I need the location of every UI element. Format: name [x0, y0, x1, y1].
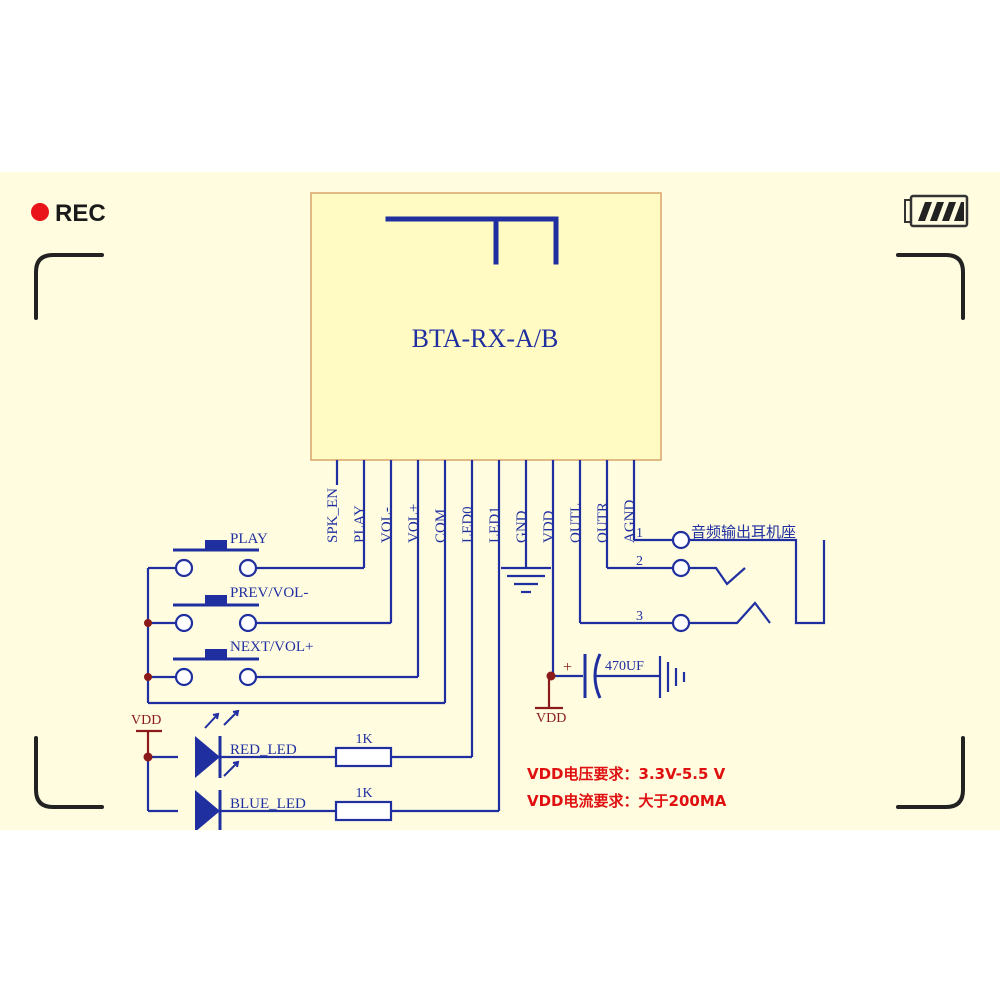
- jack-pin-2: 2: [636, 554, 643, 569]
- pin-label-gnd: GND: [514, 510, 530, 543]
- red-led-icon: [195, 709, 240, 778]
- pin-label-com: COM: [433, 509, 449, 543]
- resistor-blue-led: [334, 800, 393, 822]
- chassis-ground-icon: [658, 656, 686, 698]
- button-label-play: PLAY: [230, 531, 268, 547]
- button-prev-switch: [173, 595, 259, 633]
- capacitor-polarity: +: [563, 659, 572, 676]
- led-label-blue: BLUE_LED: [230, 796, 306, 812]
- jack-pin-3: 3: [636, 609, 643, 624]
- pin-label-vol-plus: VOL+: [406, 504, 422, 543]
- module-label: BTA-RX-A/B: [412, 324, 559, 353]
- audio-jack-icon: [671, 530, 826, 633]
- note-voltage: VDD电压要求：3.3V-5.5 V: [527, 765, 726, 783]
- blue-led-icon: [195, 790, 222, 832]
- button-play-switch: [173, 540, 259, 578]
- rec-dot-icon: [31, 203, 49, 221]
- pin-label-led0: LED0: [460, 506, 476, 543]
- junction-dot: [144, 619, 152, 627]
- junction-dot: [143, 752, 153, 762]
- rec-label: REC: [55, 200, 106, 227]
- pin-label-outl: OUTL: [568, 503, 584, 543]
- vdd-label-led: VDD: [131, 713, 161, 728]
- resistor-value-blue: 1K: [355, 786, 372, 801]
- viewfinder-corners: [34, 253, 965, 809]
- jack-pin-1: 1: [636, 526, 643, 541]
- junction-dot: [144, 673, 152, 681]
- bottom-margin: [0, 830, 1000, 1000]
- pin-label-outr: OUTR: [595, 502, 611, 543]
- led-label-red: RED_LED: [230, 742, 297, 758]
- antenna-icon: [385, 216, 559, 265]
- button-next-switch: [173, 649, 259, 687]
- resistor-value-red: 1K: [355, 732, 372, 747]
- jack-title: 音频输出耳机座: [691, 524, 796, 541]
- vdd-label-capacitor: VDD: [536, 711, 566, 726]
- button-label-prev: PREV/VOL-: [230, 585, 308, 601]
- capacitor-symbol: [583, 653, 602, 699]
- pin-label-agnd: AGND: [622, 500, 638, 543]
- pin-label-led1: LED1: [487, 506, 503, 543]
- note-current: VDD电流要求：大于200MA: [527, 792, 727, 810]
- pin-label-vol-minus: VOL-: [379, 507, 395, 543]
- button-label-next: NEXT/VOL+: [230, 639, 313, 655]
- battery-icon: [904, 194, 969, 228]
- pin-label-vdd: VDD: [541, 510, 557, 543]
- ground-symbol: [501, 566, 551, 594]
- resistor-red-led: [334, 746, 393, 768]
- capacitor-value: 470UF: [605, 659, 644, 674]
- pin-label-play: PLAY: [352, 505, 368, 543]
- junction-dot: [546, 671, 556, 681]
- pin-label-spk-en: SPK_EN: [325, 488, 341, 543]
- module-box: [310, 192, 662, 461]
